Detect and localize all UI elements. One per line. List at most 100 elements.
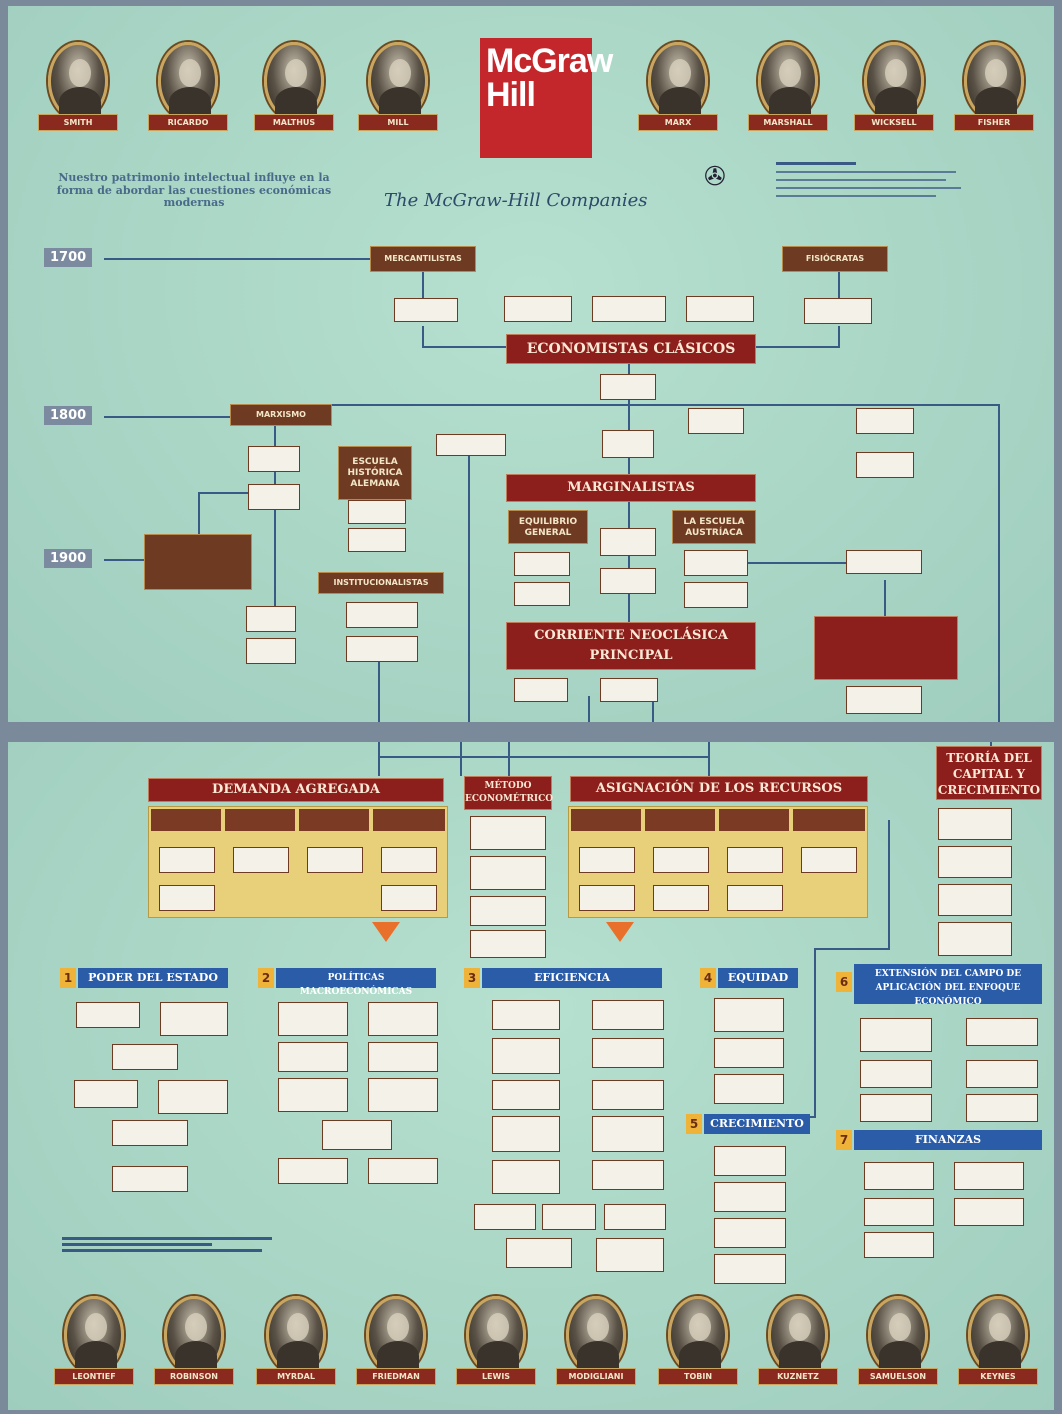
portrait-tobin: TOBIN: [658, 1296, 738, 1385]
timeline-1900-line: [104, 559, 144, 561]
economist-box: [653, 885, 709, 911]
economist-box: [856, 408, 914, 434]
node-marxismo: MARXISMO: [230, 404, 332, 426]
economist-box: [714, 1074, 784, 1104]
portrait-name: MARX: [638, 114, 718, 131]
portrait-image: [164, 1296, 224, 1374]
economist-box: [368, 1158, 438, 1184]
portrait-name: ROBINSON: [154, 1368, 234, 1385]
economist-box: [860, 1094, 932, 1122]
economist-box: [938, 922, 1012, 956]
portrait-image: [758, 42, 818, 120]
portrait-mill: MILL: [358, 42, 438, 131]
portrait-malthus: MALTHUS: [254, 42, 334, 131]
section-number: 2: [258, 968, 274, 988]
header-teoria-capital: TEORÍA DEL CAPITAL Y CRECIMIENTO: [936, 746, 1042, 800]
portrait-image: [566, 1296, 626, 1374]
section-number: 7: [836, 1130, 852, 1150]
economist-box: [860, 1018, 932, 1052]
economist-box: [653, 847, 709, 873]
economist-box: [600, 568, 656, 594]
arrow-down-icon: [372, 922, 400, 942]
portrait-marshall: MARSHALL: [748, 42, 828, 131]
economist-box: [600, 374, 656, 400]
section-number: 6: [836, 972, 852, 992]
economist-box: [714, 998, 784, 1032]
portrait-name: MILL: [358, 114, 438, 131]
section-crecimiento: CRECIMIENTO: [704, 1114, 810, 1134]
node-escuela-austriaca: LA ESCUELA AUSTRÍACA: [672, 510, 756, 544]
logo-text: McGraw Hill: [486, 42, 613, 114]
economist-box: [864, 1232, 934, 1258]
connector: [588, 696, 590, 722]
economist-box: [714, 1218, 786, 1248]
portrait-image: [768, 1296, 828, 1374]
economist-box: [470, 930, 546, 958]
timeline-1700-line: [104, 258, 374, 260]
economist-box: [112, 1120, 188, 1146]
economist-box: [592, 1116, 664, 1152]
economist-box: [160, 1002, 228, 1036]
economist-box: [514, 678, 568, 702]
connector: [378, 756, 708, 758]
portrait-myrdal: MYRDAL: [256, 1296, 336, 1385]
section-number: 4: [700, 968, 716, 988]
connector: [378, 742, 380, 776]
portrait-name: LEWIS: [456, 1368, 536, 1385]
bottom-poster-panel: DEMANDA AGREGADA MÉTODO ECONOMÉTRICO ASI…: [8, 742, 1054, 1410]
economist-box: [474, 1204, 536, 1230]
economist-box: [727, 847, 783, 873]
section-eficiencia: EFICIENCIA: [482, 968, 662, 988]
economist-box: [688, 408, 744, 434]
portrait-image: [368, 42, 428, 120]
economist-box: [112, 1166, 188, 1192]
economist-box: [592, 1160, 664, 1190]
economist-box: [592, 1000, 664, 1030]
node-distribucion-productividad: [814, 616, 958, 680]
portrait-name: WICKSELL: [854, 114, 934, 131]
node-marginalistas: MARGINALISTAS: [506, 474, 756, 502]
economist-box: [579, 847, 635, 873]
node-escuela-sueca: [144, 534, 252, 590]
connector: [888, 820, 890, 950]
year-marker-1900: 1900: [44, 549, 93, 568]
economist-box: [394, 298, 458, 322]
subheader: [225, 809, 295, 831]
economist-box: [368, 1042, 438, 1072]
section-extension-campo: EXTENSIÓN DEL CAMPO DE APLICACIÓN DEL EN…: [854, 964, 1042, 1007]
economist-box: [470, 856, 546, 890]
economist-box: [804, 298, 872, 324]
economist-box: [76, 1002, 140, 1028]
economist-box: [506, 1238, 572, 1268]
economist-box: [248, 484, 300, 510]
portrait-image: [968, 1296, 1028, 1374]
connector: [274, 426, 276, 606]
economist-box: [846, 686, 922, 714]
economist-box: [346, 636, 418, 662]
economist-box: [579, 885, 635, 911]
portrait-image: [266, 1296, 326, 1374]
portrait-image: [648, 42, 708, 120]
portrait-image: [264, 42, 324, 120]
portrait-keynes: KEYNES: [958, 1296, 1038, 1385]
economist-box: [233, 847, 289, 873]
section-poder-estado: PODER DEL ESTADO: [78, 968, 228, 988]
economist-box: [592, 1080, 664, 1110]
economist-box: [368, 1078, 438, 1112]
portrait-smith: SMITH: [38, 42, 118, 131]
portrait-name: SMITH: [38, 114, 118, 131]
portrait-name: FISHER: [954, 114, 1034, 131]
arrow-down-icon: [606, 922, 634, 942]
node-escuela-historica: ESCUELA HISTÓRICA ALEMANA: [338, 446, 412, 500]
top-poster-panel: SMITH RICARDO MALTHUS MILL McGraw Hill M…: [8, 6, 1054, 722]
economist-box: [436, 434, 506, 456]
economist-box: [727, 885, 783, 911]
connector: [378, 662, 380, 722]
portrait-marx: MARX: [638, 42, 718, 131]
economist-box: [158, 1080, 228, 1114]
section-equidad: EQUIDAD: [718, 968, 798, 988]
connector: [708, 562, 858, 564]
economist-box: [686, 296, 754, 322]
economist-box: [322, 1120, 392, 1150]
connector: [628, 502, 630, 632]
